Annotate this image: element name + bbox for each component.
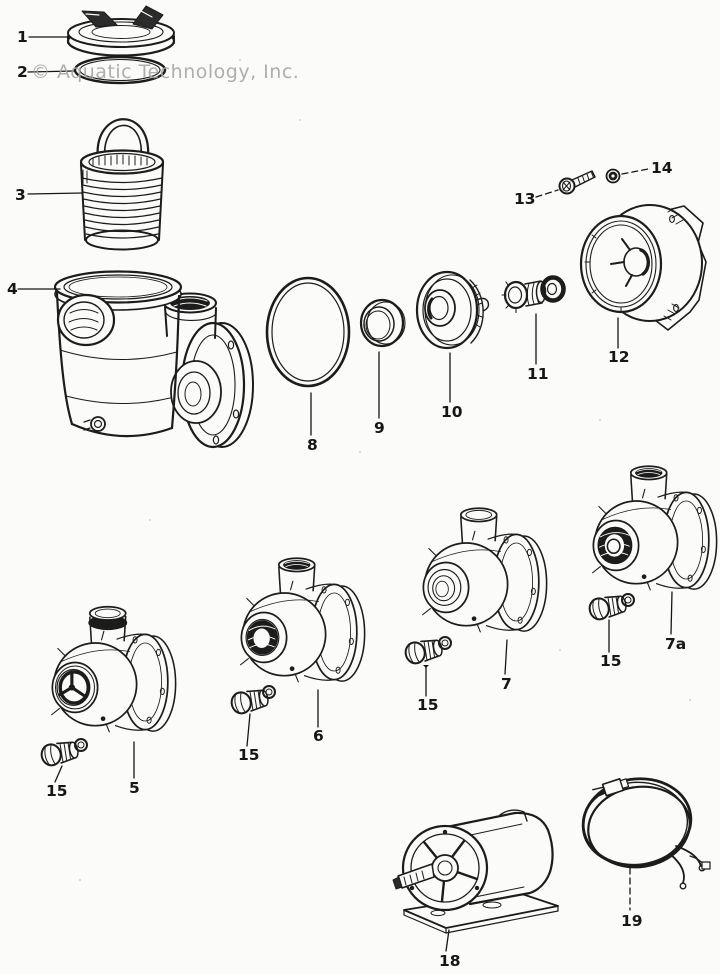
- callout-5: 5: [129, 779, 140, 797]
- callout-15d: 15: [600, 652, 622, 670]
- volute-5-drawing: [50, 605, 177, 733]
- callout-4: 4: [7, 280, 18, 298]
- leader-18: [445, 929, 450, 952]
- housing-o-ring-drawing: [265, 276, 351, 388]
- callout-7a: 7a: [665, 635, 686, 653]
- callout-8: 8: [307, 436, 318, 454]
- callout-11: 11: [527, 365, 549, 383]
- drain-plug-7-drawing: [402, 635, 445, 667]
- callout-9: 9: [374, 419, 385, 437]
- leader-3: [27, 192, 84, 195]
- callout-2: 2: [17, 63, 28, 81]
- callout-15b: 15: [238, 746, 260, 764]
- wear-ring-drawing: [359, 298, 406, 348]
- callout-14: 14: [651, 159, 673, 177]
- volute-7a-drawing: [591, 465, 718, 591]
- callout-7: 7: [501, 675, 512, 693]
- callout-15a: 15: [46, 782, 68, 800]
- callout-6: 6: [313, 727, 324, 745]
- bolt-drawing: [558, 170, 596, 195]
- callout-3: 3: [15, 186, 26, 204]
- callout-19: 19: [621, 912, 643, 930]
- callout-13: 13: [514, 190, 536, 208]
- callout-1: 1: [17, 28, 28, 46]
- volute-7-drawing: [421, 507, 548, 633]
- watermark: © Aquatic Technology, Inc.: [31, 61, 299, 83]
- seal-plate-drawing: [579, 204, 707, 331]
- leader-7a: [670, 591, 673, 635]
- leader-13: [535, 189, 559, 198]
- callout-15c: 15: [417, 696, 439, 714]
- paper-noise: [78, 58, 692, 882]
- cover-o-ring-drawing: [73, 55, 167, 85]
- leader-2: [27, 70, 75, 73]
- strainer-cover-drawing: [66, 5, 176, 57]
- washer-drawing: [605, 168, 621, 184]
- shaft-seal-drawing: [501, 275, 566, 314]
- drain-plug-5-drawing: [38, 737, 81, 769]
- callout-10: 10: [441, 403, 463, 421]
- strainer-basket-drawing: [79, 118, 165, 251]
- callout-18: 18: [439, 952, 461, 970]
- leader-7: [504, 639, 508, 675]
- callout-12: 12: [608, 348, 630, 366]
- power-cord-drawing: [581, 777, 711, 890]
- leader-14: [621, 168, 649, 175]
- pump-housing-drawing: [53, 270, 254, 449]
- volute-6-drawing: [239, 557, 366, 683]
- leader-15a: [54, 765, 63, 783]
- leader-15b: [246, 713, 251, 747]
- motor-drawing: [392, 809, 559, 934]
- impeller-drawing: [415, 270, 490, 350]
